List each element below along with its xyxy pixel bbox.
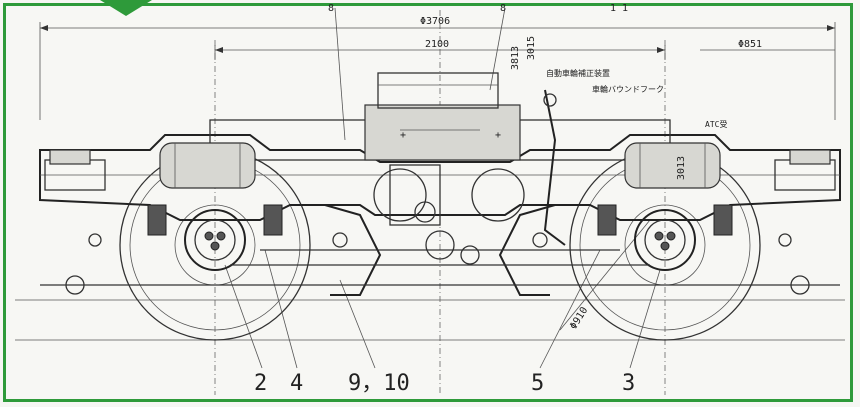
- callout-top-left: 8: [328, 3, 334, 14]
- leader-5: [539, 249, 601, 369]
- right-axle-box: [634, 209, 696, 271]
- leader-8b: [489, 7, 506, 91]
- leader-3: [629, 269, 661, 369]
- callout-top-right: 1 1: [610, 3, 628, 14]
- leader-diagonal: [559, 219, 651, 331]
- dim-right-vertical: 3013: [676, 156, 687, 180]
- brake-rigging: [40, 204, 840, 296]
- callout-2: 2: [254, 371, 267, 396]
- left-axle-springs: [147, 204, 283, 236]
- right-axle-springs: [597, 204, 733, 236]
- callout-9-10: 9，10: [348, 371, 410, 396]
- dim-vertical-side: 3015: [526, 36, 537, 60]
- green-arrow-marker: [100, 0, 152, 16]
- dim-overall: Φ3706: [420, 16, 450, 27]
- left-end-details: [44, 149, 106, 295]
- leader-9-10: [339, 279, 376, 369]
- callout-3: 3: [622, 371, 635, 396]
- leader-2: [224, 264, 263, 369]
- left-axle-box: [184, 209, 246, 271]
- leader-8a: [334, 7, 346, 141]
- note-top: 自動車輪補正装置: [546, 68, 610, 78]
- center-pivot: [373, 164, 525, 260]
- callout-top-mid: 8: [500, 3, 506, 14]
- leader-4: [264, 249, 298, 369]
- callout-5: 5: [531, 371, 544, 396]
- dim-right-span: Φ851: [738, 39, 762, 50]
- dimension-overall: [39, 22, 836, 120]
- dim-diagonal: Φ910: [568, 305, 590, 331]
- right-air-spring: [624, 142, 721, 189]
- note-side: 車輪バウンドフーク: [592, 84, 664, 94]
- left-air-spring: [159, 142, 256, 189]
- right-bracket: [543, 89, 566, 246]
- svg-text:+: +: [495, 130, 501, 141]
- callout-4: 4: [290, 371, 303, 396]
- note-right: ATC受: [705, 119, 727, 129]
- dim-vertical-top: 3813: [510, 46, 521, 70]
- right-end-details: [774, 149, 836, 295]
- dim-wheelbase: 2100: [425, 39, 449, 50]
- dimension-wheelbase: [214, 45, 666, 60]
- bolster-assembly: + +: [209, 72, 671, 161]
- svg-text:+: +: [400, 130, 406, 141]
